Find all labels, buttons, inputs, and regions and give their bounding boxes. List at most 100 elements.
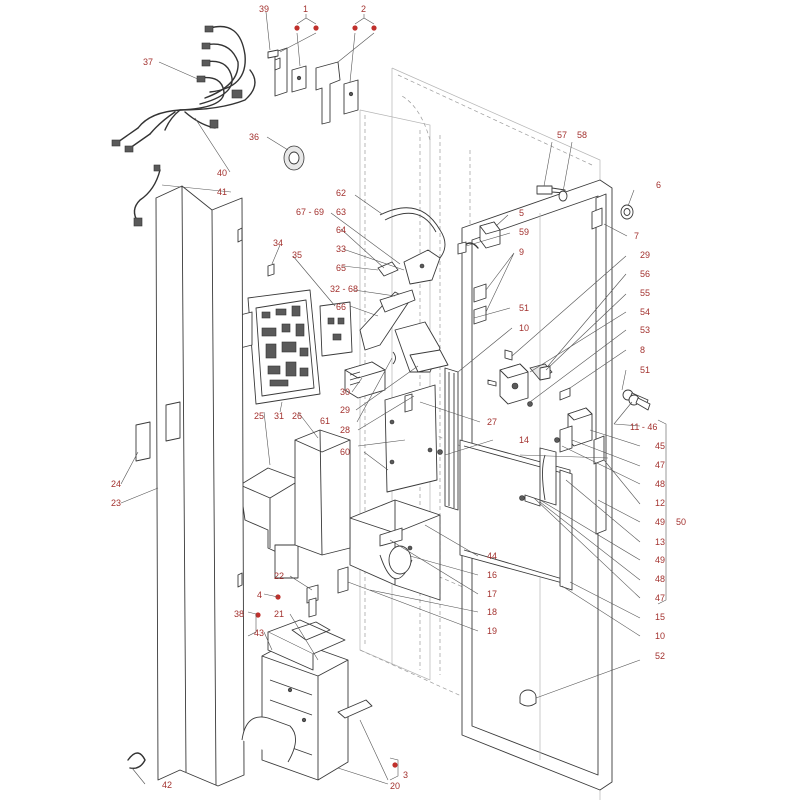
hinge-plate-2a [315,61,341,125]
key-set [622,389,651,411]
spring-clip-29 [392,351,396,365]
callout-40: 40 [217,168,227,178]
callout-5: 5 [519,208,524,218]
coin-chute-25 [239,467,301,579]
callout-24: 24 [111,479,121,489]
callout-45: 45 [655,441,665,451]
lever-19 [337,566,349,594]
callout-9: 9 [519,247,524,257]
callout-49a: 49 [655,517,665,527]
callout-52: 52 [655,651,665,661]
callout-10a: 10 [519,323,529,333]
leader-lines [120,11,667,785]
hinge-plate-1b [291,65,307,93]
callout-26: 26 [292,411,302,421]
clip-42 [127,752,146,770]
callout-6: 6 [656,180,661,190]
callout-53: 53 [640,325,650,335]
coin-guide-61 [394,321,449,373]
callout-58: 58 [577,130,587,140]
callout-33: 33 [336,244,346,254]
callout-17: 17 [487,589,497,599]
cash-box-lid-21 [267,619,346,671]
callout-20: 20 [390,781,400,791]
callout-35: 35 [292,250,302,260]
callout-37: 37 [143,57,153,67]
bolt-39 [267,49,279,59]
cable-59 [457,241,479,255]
callout-31: 31 [274,411,284,421]
callout-3: 3 [403,770,408,780]
callout-11-46: 11 - 46 [630,422,657,432]
callout-65: 65 [336,263,346,273]
callout-59: 59 [519,227,529,237]
callout-22: 22 [274,571,284,581]
mounting-plate-27 [384,384,443,493]
callout-44: 44 [487,551,497,561]
solenoid-65 [377,261,399,277]
callout-29b: 29 [640,250,650,260]
callout-labels: 1 2 3 4 5 6 7 8 9 10 10 11 - 46 12 13 14… [111,4,686,791]
callout-47b: 47 [655,593,665,603]
washer-58 [558,190,568,202]
grommet-36 [283,145,305,171]
callout-41: 41 [217,187,227,197]
micro-switch-9a [473,283,487,303]
bumper-52 [519,689,537,707]
callout-57: 57 [557,130,567,140]
callout-1: 1 [303,4,308,14]
hinge-plate-2b [343,79,359,115]
callout-47a: 47 [655,460,665,470]
callout-49b: 49 [655,555,665,565]
callout-8: 8 [640,345,645,355]
callout-51a: 51 [519,303,529,313]
coin-chute-26 [294,429,351,556]
callout-29a: 29 [340,405,350,415]
micro-switch-9b [473,305,487,325]
circuit-board-31 [239,289,321,405]
callout-21: 21 [274,609,284,619]
callout-48b: 48 [655,574,665,584]
callout-54: 54 [640,307,650,317]
callout-30: 30 [340,387,350,397]
callout-34: 34 [273,238,283,248]
callout-62: 62 [336,188,346,198]
slide-rail-left [444,367,459,511]
callout-23: 23 [111,498,121,508]
callout-61: 61 [320,416,330,426]
callout-36: 36 [249,132,259,142]
callout-51b: 51 [640,365,650,375]
callout-50: 50 [676,517,686,527]
callout-66: 66 [336,302,346,312]
callout-14: 14 [519,435,529,445]
callout-12: 12 [655,498,665,508]
coin-chute-bracket [349,499,441,601]
hinge-plate-1a [274,47,288,97]
diverter-bracket-63 [403,249,441,285]
callout-38: 38 [234,609,244,619]
callout-60: 60 [340,447,350,457]
coin-diverter-64 [359,289,416,351]
callout-39: 39 [259,4,269,14]
side-column-23 [135,185,245,787]
lock-22 [306,584,319,618]
lock-bracket [554,387,593,453]
callout-56: 56 [640,269,650,279]
callout-27: 27 [487,417,497,427]
callout-32-68: 32 - 68 [330,284,358,294]
callout-55: 55 [640,288,650,298]
handle-bar [542,454,546,501]
red-markers [255,25,398,768]
callout-64: 64 [336,225,346,235]
validator-30 [344,361,386,399]
callout-7: 7 [634,231,639,241]
display-board-66 [319,301,353,357]
callout-48a: 48 [655,479,665,489]
callout-42: 42 [162,780,172,790]
callout-16: 16 [487,570,497,580]
wire-harness-37 [111,25,256,153]
callout-19: 19 [487,626,497,636]
callout-43: 43 [254,628,264,638]
callout-13: 13 [655,537,665,547]
